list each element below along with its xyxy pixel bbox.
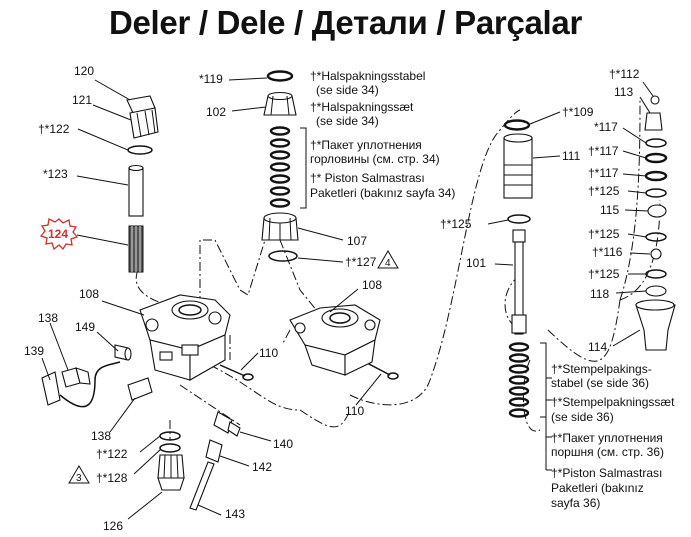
part-114-housing [635, 299, 676, 351]
part-113-seat [644, 112, 663, 131]
part-124-filter [128, 225, 144, 273]
callout-108-left: 108 [79, 287, 99, 301]
piston-packing-stack [508, 342, 530, 418]
part-108-housing-right [289, 304, 381, 376]
throat-note-line: †*Halspakningssæt [310, 100, 414, 114]
callout-138-lower: 138 [91, 429, 111, 443]
part-123-tube [128, 164, 144, 217]
part-107-gland-nut [261, 212, 299, 241]
part-102-nut [263, 91, 297, 116]
part-138-fitting-lower [127, 377, 153, 401]
part-149-plug [114, 344, 132, 361]
callout-116: †*116 [592, 245, 623, 259]
page-title: Deler / Dele / Детали / Parçalar [108, 4, 583, 41]
piston-note-line: stabel (se side 36) [551, 376, 649, 390]
callout-119: *119 [199, 72, 223, 86]
right-valve-stack [644, 138, 668, 297]
throat-note-line: (se side 34) [316, 114, 379, 128]
callout-140: 140 [273, 437, 293, 451]
callout-110-left: 110 [259, 346, 278, 360]
warning-triangle-3 [68, 465, 90, 484]
throat-note-line: (se side 34) [316, 83, 379, 97]
warning-3: 3 [76, 473, 82, 484]
part-142-fitting [205, 439, 223, 463]
callout-122-top: †*122 [38, 122, 70, 136]
callout-139: 139 [24, 344, 44, 358]
part-128-oring [159, 443, 181, 453]
callout-125-a: †*125 [440, 217, 472, 231]
callout-123: *123 [43, 167, 68, 181]
throat-note-line: †*Пакет уплотнения [310, 138, 422, 152]
warning-triangle-4 [377, 250, 399, 269]
callout-117-c: †*117 [588, 166, 619, 180]
part-125-oring-a [507, 214, 531, 224]
callout-127: †*127 [345, 255, 377, 269]
callout-122-lower: †*122 [96, 447, 128, 461]
callout-118: 118 [590, 287, 609, 301]
part-122-oring-top [127, 145, 153, 155]
callout-143: 143 [225, 507, 245, 521]
callout-labels: 120 121 †*122 *123 124 *119 102 107 †*12… [24, 64, 640, 533]
throat-note-line: †* Piston Salmastrası [310, 171, 425, 185]
piston-note-line: (se side 36) [551, 410, 614, 424]
part-112-ball [650, 95, 660, 105]
piston-note-line: sayfa 36) [551, 496, 600, 510]
part-143-tube [189, 461, 215, 511]
callout-101: 101 [466, 256, 486, 270]
throat-packing-stack [269, 126, 291, 208]
part-111-cylinder [503, 133, 533, 199]
part-119-ring [266, 70, 294, 82]
part-139-sensor [41, 361, 121, 408]
piston-note-line: поршня (см. стр. 36) [551, 445, 664, 459]
callout-138-left: 138 [38, 311, 58, 325]
part-108-manifold [139, 294, 231, 381]
callout-149: 149 [75, 320, 95, 334]
warning-4: 4 [385, 258, 391, 269]
part-140-fitting [213, 411, 241, 437]
callout-125-b: †*125 [588, 184, 620, 198]
throat-note-line: горловины (см. стр. 34) [310, 152, 440, 166]
callout-125-c: †*125 [588, 227, 620, 241]
callout-109: †*109 [562, 105, 594, 119]
part-127-oring [268, 250, 298, 262]
callout-111: 111 [562, 149, 581, 163]
throat-note-line: Paketleri (bakınız sayfa 34) [310, 186, 455, 200]
callout-113: 113 [614, 85, 633, 99]
callout-128: †*128 [96, 471, 128, 485]
part-126-valve [157, 454, 185, 491]
part-109-oring [503, 119, 531, 131]
callout-115: 115 [600, 203, 619, 217]
callout-120: 120 [74, 64, 94, 78]
callout-121: 121 [72, 93, 92, 107]
callout-102: 102 [206, 105, 226, 119]
callout-112: †*112 [609, 67, 640, 81]
callout-107: 107 [347, 234, 367, 248]
callout-126: 126 [103, 519, 123, 533]
starburst-124 [39, 218, 79, 251]
callout-110-right: 110 [345, 404, 364, 418]
callout-125-d: †*125 [588, 267, 620, 281]
piston-note-line: †*Пакет уплотнения [551, 431, 663, 445]
callout-142: 142 [252, 460, 272, 474]
part-121-nut [129, 107, 159, 139]
piston-packing-notes: †*Stempelpakings- stabel (se side 36) †*… [551, 362, 675, 510]
callout-117-b: †*117 [588, 144, 619, 158]
piston-note-line: Paketleri (bakınız [551, 481, 644, 495]
leader-lines [41, 77, 654, 520]
throat-packing-notes: †*Halspakningsstabel (se side 34) †*Hals… [310, 69, 455, 200]
throat-note-line: †*Halspakningsstabel [310, 69, 425, 83]
piston-note-line: †*Stempelpakings- [551, 362, 652, 376]
piston-note-line: †*Stempelpakningssæt [551, 395, 675, 409]
part-101-rod [511, 229, 527, 335]
part-138-fitting-left [61, 367, 91, 388]
piston-note-line: †*Piston Salmastrası [551, 466, 662, 480]
callout-124: 124 [48, 227, 68, 241]
callout-108-right: 108 [362, 278, 382, 292]
callout-114: 114 [588, 340, 607, 354]
part-110-pin-left [219, 364, 254, 381]
callout-117-a: *117 [594, 120, 618, 134]
note-brackets [300, 127, 552, 471]
part-110-pin-right [364, 361, 399, 380]
